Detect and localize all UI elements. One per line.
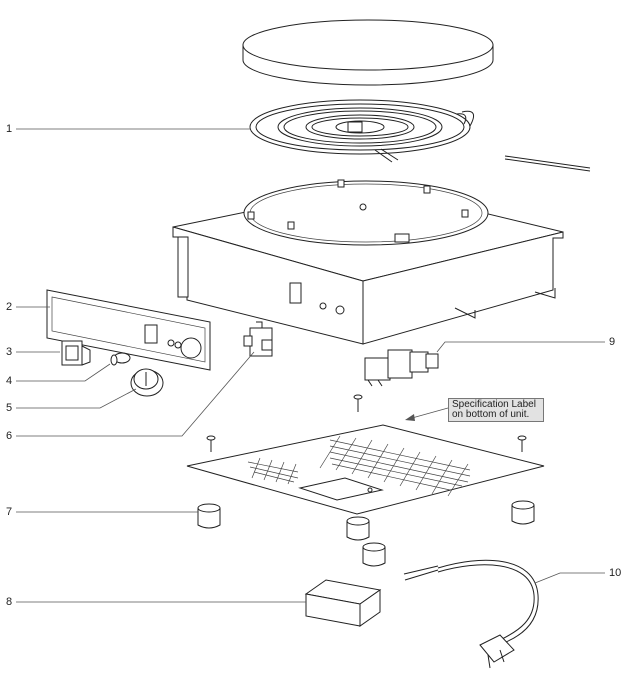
callout-leaders xyxy=(16,128,605,603)
callout-1: 1 xyxy=(6,123,13,135)
callout-6: 6 xyxy=(6,430,13,442)
indicator-light xyxy=(110,352,131,366)
cooking-plate xyxy=(242,19,494,86)
spec-label-line-2: on bottom of unit. xyxy=(452,409,530,420)
main-body xyxy=(172,179,564,345)
power-cord xyxy=(403,559,539,669)
callout-8: 8 xyxy=(6,596,13,608)
cord-clamp xyxy=(304,579,382,627)
specification-label-note: Specification Label on bottom of unit. xyxy=(448,398,544,422)
callout-9: 9 xyxy=(609,336,616,348)
thermostat xyxy=(243,321,273,357)
bottom-plate xyxy=(186,424,545,515)
spec-label-line-1: Specification Label xyxy=(452,399,536,410)
terminal-block xyxy=(364,349,439,387)
callout-2: 2 xyxy=(6,301,13,313)
callout-4: 4 xyxy=(6,375,13,387)
thermostat-probe xyxy=(504,155,591,172)
screws xyxy=(206,394,527,452)
vent-slots xyxy=(247,435,471,497)
callout-3: 3 xyxy=(6,346,13,358)
heating-element xyxy=(249,99,475,163)
control-knob xyxy=(130,368,164,397)
control-panel xyxy=(46,289,211,371)
feet xyxy=(197,500,535,567)
rocker-switch xyxy=(61,340,91,366)
callout-10: 10 xyxy=(609,567,622,579)
callout-7: 7 xyxy=(6,506,13,518)
callout-5: 5 xyxy=(6,402,13,414)
